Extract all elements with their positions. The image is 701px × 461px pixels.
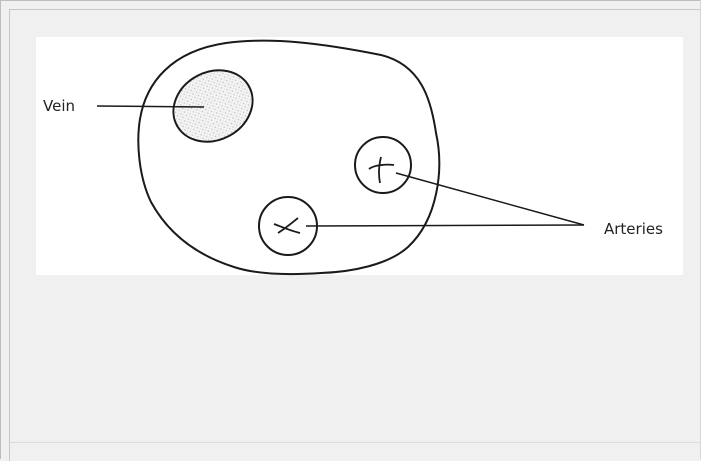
divider xyxy=(10,442,701,443)
cross-section-diagram: Vein Arteries xyxy=(36,37,683,275)
artery-leader-line-lower xyxy=(306,225,584,226)
artery-leader-line-upper xyxy=(396,173,584,225)
vein-label: Vein xyxy=(43,97,75,115)
arteries-label: Arteries xyxy=(604,220,663,238)
diagram-figure: Vein Arteries xyxy=(36,37,683,275)
vein-leader-line xyxy=(97,106,204,107)
